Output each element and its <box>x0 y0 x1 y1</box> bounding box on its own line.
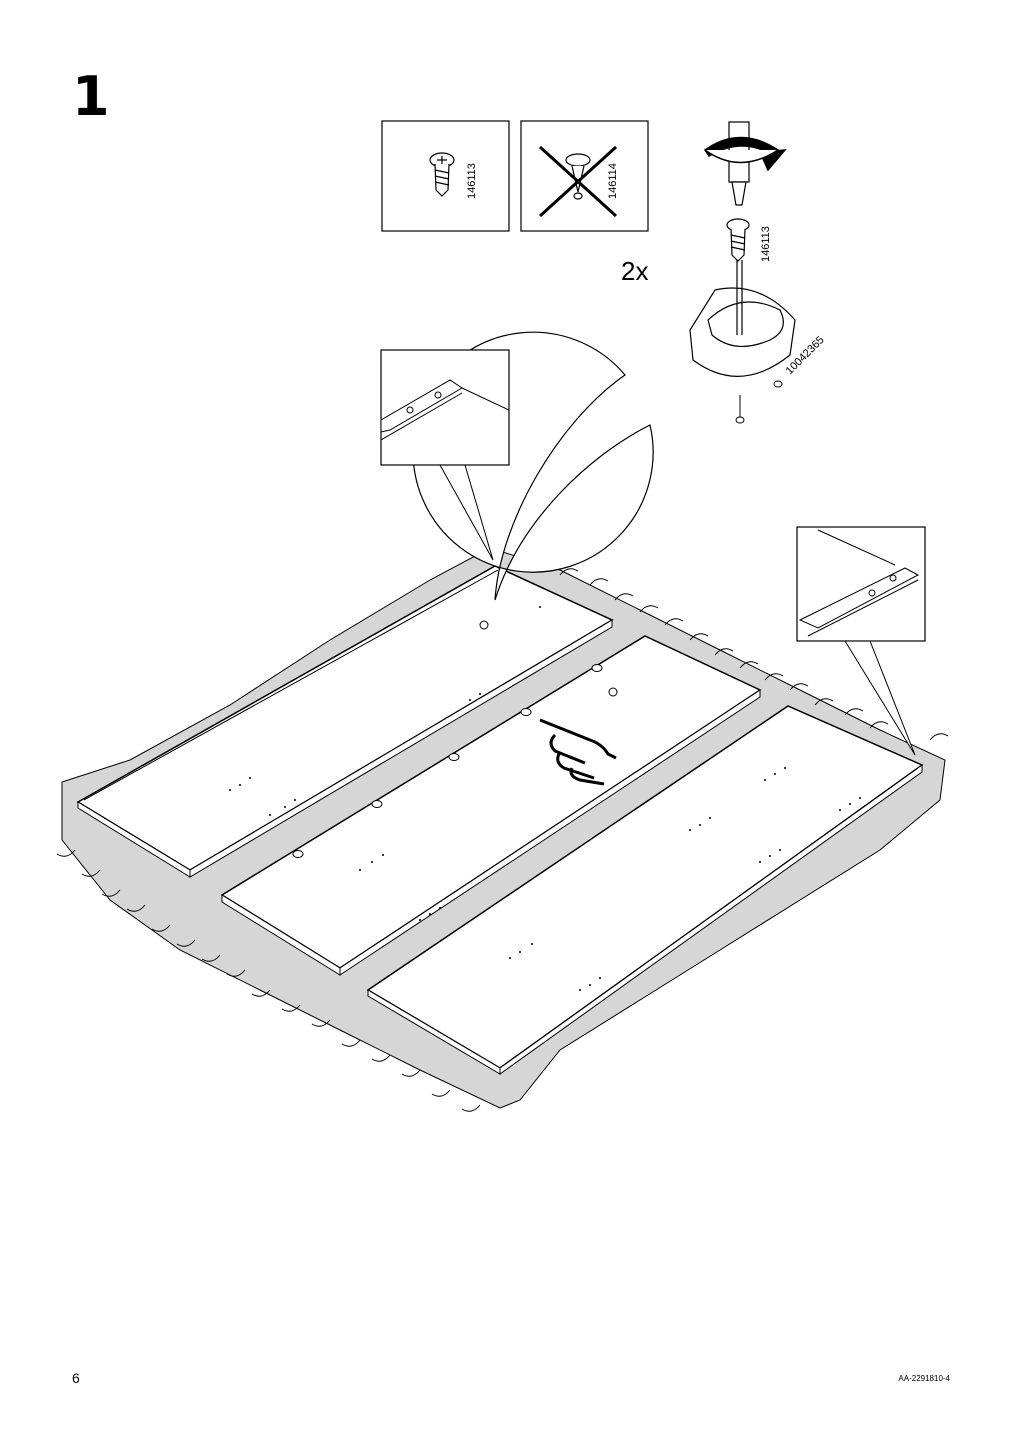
crossed-screw-icon <box>565 153 591 200</box>
screw-icon <box>429 152 455 197</box>
quantity-label: 2x <box>621 256 648 286</box>
page-number: 6 <box>72 1370 80 1386</box>
panel-middle <box>220 635 762 976</box>
edge-detail-right <box>796 526 926 756</box>
part-number-146114: 146114 <box>607 163 619 199</box>
screw-icon <box>726 218 750 262</box>
rotate-arrow-icon <box>703 136 787 172</box>
panel-right <box>366 705 924 1075</box>
pointing-hand-icon <box>539 718 617 786</box>
screw-ok-box: 146113 <box>381 120 510 232</box>
carpet-texture <box>56 543 949 1112</box>
edge-detail-left <box>380 349 510 561</box>
screwdriver-icon <box>728 121 750 206</box>
part-number-146113-detail: 146113 <box>760 226 772 262</box>
document-code: AA-2291810-4 <box>898 1374 950 1383</box>
part-number-146113: 146113 <box>466 163 478 199</box>
fitting-bracket <box>689 260 796 377</box>
screw-wrong-box: 146114 <box>520 120 649 232</box>
step-number: 1 <box>72 65 110 128</box>
hole-dots <box>229 606 861 991</box>
panel-left <box>76 565 614 878</box>
